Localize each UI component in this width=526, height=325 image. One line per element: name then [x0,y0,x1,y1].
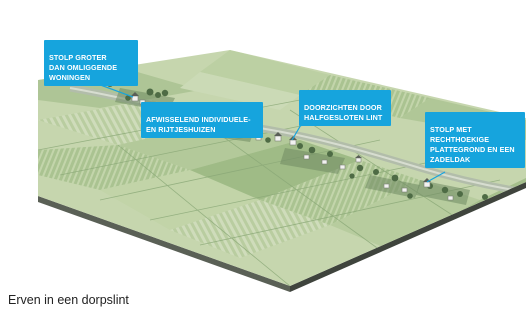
callout-stolp-groter: STOLP GROTER DAN OMLIGGENDE WONINGEN [44,40,138,86]
field-parcel [38,145,190,190]
callout-text: STOLP GROTER DAN OMLIGGENDE WONINGEN [49,53,118,82]
field-parcel [260,160,420,225]
callout-stolp-met: STOLP MET RECHTHOEKIGE PLATTEGROND EN EE… [425,112,525,168]
ground-slab-right-side [290,182,526,292]
field-parcel [180,72,300,110]
callout-text: DOORZICHTEN DOOR HALFGESLOTEN LINT [304,103,383,122]
yard-zone [280,148,345,174]
field-parcel [200,50,330,95]
callout-text: AFWISSELEND INDIVIDUELE- EN RIJTJESHUIZE… [146,115,251,134]
callout-doorzichten: DOORZICHTEN DOOR HALFGESLOTEN LINT [299,90,391,126]
figure-caption: Erven in een dorpslint [8,293,129,307]
ground-slab-left-side [38,196,290,292]
field-parcel [100,170,260,230]
callout-afwisselend: AFWISSELEND INDIVIDUELE- EN RIJTJESHUIZE… [141,102,263,138]
callout-text: STOLP MET RECHTHOEKIGE PLATTEGROND EN EE… [430,125,515,164]
field-parcel [170,200,330,258]
